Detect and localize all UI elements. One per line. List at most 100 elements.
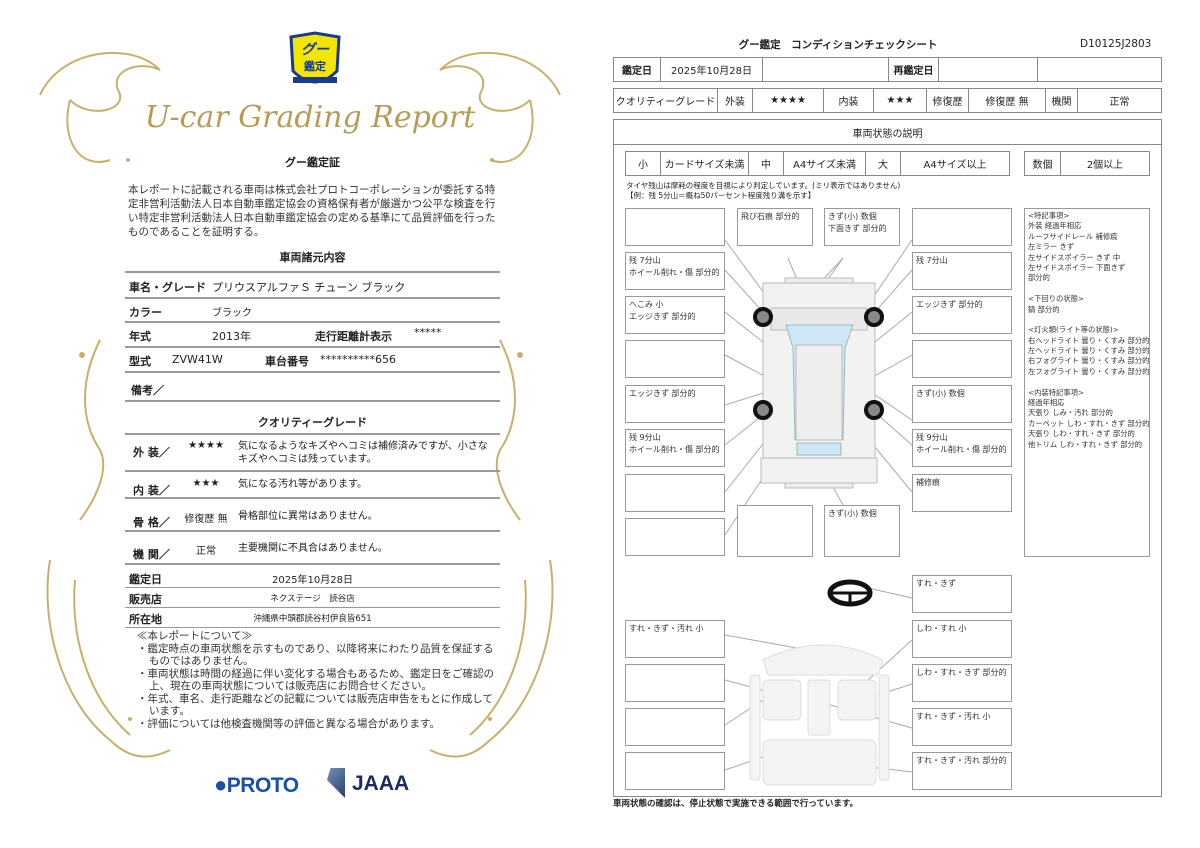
remark-line: 他トリム しわ・すれ・きず 部分的: [1028, 439, 1143, 449]
remark-line: <下回りの状態>: [1028, 294, 1085, 304]
tire-note: タイヤ残山は摩耗の程度を目視により判定しています。(ミリ表示ではありません): [626, 181, 901, 190]
remark-line: 部分的: [1028, 273, 1050, 283]
interior-damage-box: すれ・きず・汚れ 小: [912, 708, 1012, 746]
remark-line: 右ヘッドライト 曇り・くすみ 部分的: [1028, 335, 1150, 345]
grade-value: ★★★★: [188, 440, 224, 451]
grade-row: クオリティーグレード 外装 ★★★★ 内装 ★★★ 修復歴 修復歴 無 機関 正…: [613, 88, 1162, 113]
cert-text: 本レポートに記載される車両は株式会社プロトコーポレーションが委託する特定非営利活…: [128, 184, 496, 238]
remark-line: 天張り しみ・汚れ 部分的: [1028, 408, 1113, 418]
car-color: ブラック: [212, 308, 252, 319]
grade-label: 機 関／: [133, 548, 170, 561]
grade-value: 修復歴 無: [184, 514, 228, 525]
report-title: U-car Grading Report: [144, 100, 476, 135]
remark-line: <灯火類(ライト等の状態)>: [1028, 325, 1119, 335]
remark-line: 左フォグライト 曇り・くすみ 部分的: [1028, 366, 1150, 376]
sheet-title: グー鑑定 コンディションチェックシート: [738, 39, 938, 51]
mileage: *****: [414, 326, 442, 339]
shop-address: 沖縄県中頭郡読谷村伊良皆651: [253, 614, 372, 624]
remark-line: 天張り しわ・すれ・きず 部分的: [1028, 429, 1135, 439]
section-title: 車両状態の説明: [613, 119, 1162, 145]
exterior-damage-box: 補修痕: [912, 474, 1012, 512]
remark-line: [1028, 377, 1146, 387]
date-label: 鑑定日: [129, 573, 162, 586]
shop-label: 販売店: [129, 593, 162, 606]
exterior-damage-box: 残 7分山: [912, 252, 1012, 290]
exterior-damage-box: きず(小) 数個: [824, 505, 900, 557]
exterior-damage-box: エッジきず 部分的: [912, 296, 1012, 334]
interior-damage-box: すれ・きず: [912, 575, 1012, 613]
interior-damage-box: [625, 752, 725, 790]
remark-line: 左サイドスポイラー 下面きず: [1028, 262, 1126, 272]
mileage-label: 走行距離計表示: [315, 330, 392, 343]
remarks-label: 備考／: [131, 384, 164, 397]
remark-line: [1028, 315, 1146, 325]
car-name: プリウスアルファＳ チューン ブラック: [212, 281, 406, 294]
exterior-damage-box: [912, 208, 1012, 246]
exterior-damage-box: [737, 505, 813, 557]
remark-line: 外装 経過年相応: [1028, 221, 1082, 231]
model-label: 型式: [129, 355, 151, 368]
exterior-damage-box: へこみ 小エッジきず 部分的: [625, 296, 725, 334]
grade-description: 気になる汚れ等があります。: [238, 479, 367, 490]
grade-description: 骨格部位に異常はありません。: [238, 511, 378, 522]
grade-title: クオリティーグレード: [257, 416, 368, 429]
interior-damage-box: すれ・きず・汚れ 部分的: [912, 752, 1012, 790]
cert-title: グー鑑定証: [285, 156, 340, 169]
remark-line: <内装特記事項>: [1028, 387, 1085, 397]
remark-line: 右フォグライト 曇り・くすみ 部分的: [1028, 356, 1150, 366]
exterior-damage-box: きず(小) 数個下面きず 部分的: [824, 208, 900, 246]
exterior-damage-box: [625, 340, 725, 378]
remark-line: 左ヘッドライト 曇り・くすみ 部分的: [1028, 346, 1150, 356]
remark-line: <特記事項>: [1028, 211, 1070, 220]
date-row: 鑑定日 2025年10月28日 再鑑定日: [613, 57, 1162, 82]
exterior-damage-box: エッジきず 部分的: [625, 385, 725, 423]
report-notes: ≪本レポートについて≫ ・鑑定時点の車両状態を示すものであり、以降将来にわたり品…: [137, 630, 494, 730]
chassis-label: 車台番号: [265, 355, 309, 368]
grade-value: 正常: [196, 546, 216, 557]
address-label: 所在地: [129, 613, 162, 626]
exterior-damage-box: [625, 474, 725, 512]
grade-description: 主要機関に不具合はありません。: [238, 543, 388, 554]
grade-description: 気になるようなキズやヘコミは補修済みですが、小さなキズやヘコミは残っています。: [238, 441, 488, 465]
exterior-damage-box: 飛び石痕 部分的: [737, 208, 813, 246]
color-label: カラー: [129, 306, 162, 319]
year-label: 年式: [129, 330, 151, 343]
grade-label: 外 装／: [133, 446, 170, 459]
remark-line: [1028, 284, 1146, 294]
exterior-damage-box: [625, 518, 725, 556]
tire-example: 【例：残 5分山＝概ね50パーセント程度残り溝を示す】: [626, 191, 816, 200]
remark-line: ルーフサイドレール 補修痕: [1028, 231, 1118, 241]
exterior-damage-box: [912, 340, 1012, 378]
specs-title: 車両諸元内容: [279, 251, 346, 264]
footer-note: 車両状態の確認は、停止状態で実施できる範囲で行っています。: [613, 799, 859, 809]
exterior-damage-box: 残 9分山ホイール削れ・傷 部分的: [912, 429, 1012, 467]
remark-line: 左サイドスポイラー きず 中: [1028, 252, 1121, 262]
interior-damage-box: [625, 664, 725, 702]
shop-name: ネクステージ 読谷店: [270, 594, 355, 604]
grade-label: 骨 格／: [133, 516, 170, 529]
exterior-damage-box: 残 9分山ホイール削れ・傷 部分的: [625, 429, 725, 467]
proto-logo: ●PROTO: [214, 772, 299, 797]
document-id: D10125J2803: [1080, 38, 1152, 50]
exterior-damage-box: 残 7分山ホイール削れ・傷 部分的: [625, 252, 725, 290]
goo-kantei-badge: グー 鑑定: [287, 31, 343, 93]
interior-damage-box: すれ・きず・汚れ 小: [625, 620, 725, 658]
remark-line: 経過年相応: [1028, 398, 1065, 408]
grading-date: 2025年10月28日: [272, 575, 353, 586]
remark-line: 左ミラー きず: [1028, 242, 1075, 252]
exterior-damage-box: きず(小) 数個: [912, 385, 1012, 423]
car-year: 2013年: [212, 330, 251, 343]
remark-line: カーペット しわ・すれ・きず 部分的: [1028, 418, 1150, 428]
exterior-damage-box: [625, 208, 725, 246]
interior-damage-box: [625, 708, 725, 746]
jaaa-logo: JAAA: [352, 772, 410, 795]
chassis-number: **********656: [320, 353, 396, 366]
name-label: 車名・グレード: [129, 281, 206, 294]
model-code: ZVW41W: [172, 353, 223, 366]
grade-value: ★★★: [192, 478, 220, 489]
car-diagram: [724, 239, 913, 786]
ornamental-frame: [39, 51, 561, 758]
grade-label: 内 装／: [133, 484, 170, 497]
